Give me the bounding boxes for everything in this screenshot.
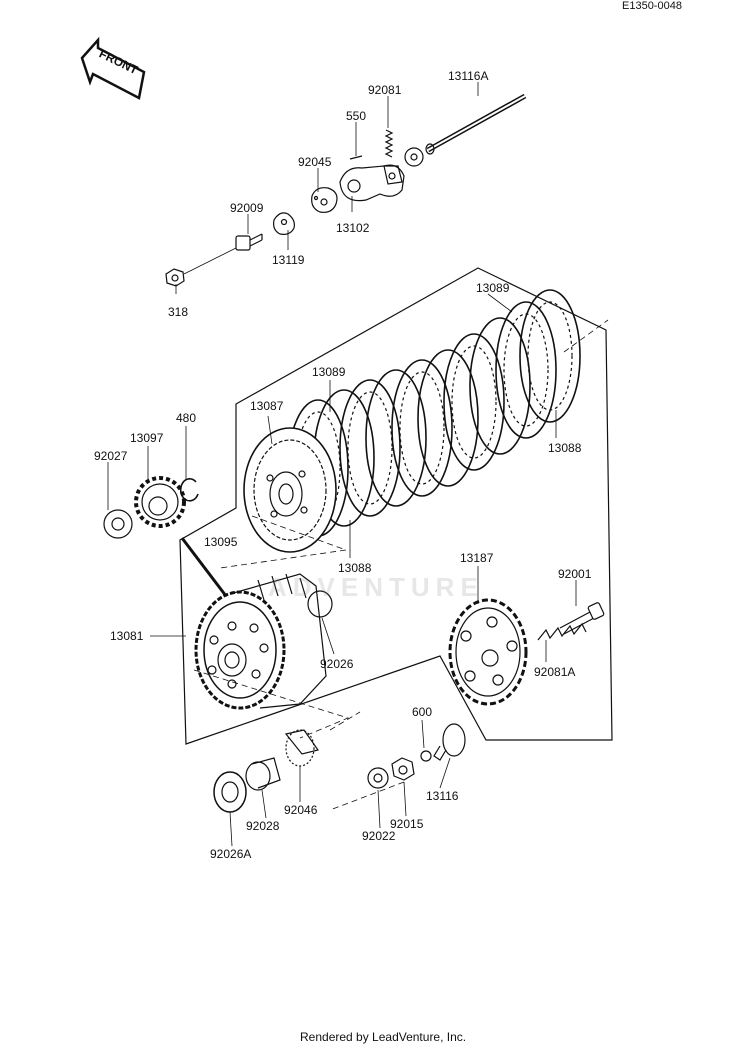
washer-92027 bbox=[103, 509, 133, 539]
push-rod-13116 bbox=[433, 723, 466, 761]
part-label-480: 480 bbox=[176, 411, 197, 425]
sleeve-92028 bbox=[245, 757, 281, 791]
part-label-13088-bottom: 13088 bbox=[338, 561, 372, 575]
part-label-92026: 92026 bbox=[320, 657, 354, 671]
part-label-13088-right: 13088 bbox=[548, 441, 582, 455]
push-rod-13116A bbox=[425, 93, 527, 155]
part-label-92022: 92022 bbox=[362, 829, 396, 843]
guide-lines bbox=[193, 319, 609, 811]
part-label-600: 600 bbox=[412, 705, 433, 719]
washer-92022 bbox=[367, 767, 389, 789]
link-line-13095 bbox=[180, 537, 228, 597]
bearing-92046 bbox=[284, 729, 319, 767]
diagram-code: E1350-0048 bbox=[622, 0, 682, 12]
front-arrow-icon: FRONT bbox=[80, 36, 146, 100]
part-label-92026A: 92026A bbox=[210, 847, 252, 861]
spring-92081 bbox=[384, 129, 394, 158]
part-label-92081A: 92081A bbox=[534, 665, 576, 679]
part-label-13116: 13116 bbox=[426, 789, 459, 803]
part-label-92001: 92001 bbox=[558, 567, 592, 581]
part-label-13087: 13087 bbox=[250, 399, 284, 413]
washer-92026 bbox=[307, 590, 333, 618]
pressure-plate-13187 bbox=[448, 598, 528, 706]
plate-13119 bbox=[273, 212, 295, 235]
circlip-480 bbox=[179, 478, 199, 502]
spring-92081A bbox=[537, 622, 587, 641]
part-label-13187: 13187 bbox=[460, 551, 494, 565]
ball-600 bbox=[420, 750, 432, 762]
leader-lines bbox=[107, 82, 577, 847]
part-label-13089-top: 13089 bbox=[476, 281, 510, 295]
part-label-13081: 13081 bbox=[110, 629, 144, 643]
part-label-92028: 92028 bbox=[246, 819, 280, 833]
nut-92015 bbox=[391, 757, 415, 781]
part-label-13116A: 13116A bbox=[448, 69, 489, 83]
part-label-13095: 13095 bbox=[204, 535, 238, 549]
nut-318 bbox=[165, 268, 185, 287]
part-label-92046: 92046 bbox=[284, 803, 318, 817]
part-label-92015: 92015 bbox=[390, 817, 424, 831]
part-label-13102: 13102 bbox=[336, 221, 370, 235]
part-label-13119: 13119 bbox=[272, 253, 305, 267]
part-label-92009: 92009 bbox=[230, 201, 264, 215]
part-label-92081: 92081 bbox=[368, 83, 402, 97]
footer-credit: Rendered by LeadVenture, Inc. bbox=[300, 1030, 467, 1044]
release-lever-13102 bbox=[339, 164, 405, 202]
assembly-boundary bbox=[179, 267, 613, 745]
bolt-92001 bbox=[559, 602, 605, 635]
pin-550 bbox=[349, 155, 363, 160]
gear-13097 bbox=[134, 476, 186, 528]
part-label-13089-mid: 13089 bbox=[312, 365, 346, 379]
part-label-550: 550 bbox=[346, 109, 367, 123]
part-label-92027: 92027 bbox=[94, 449, 128, 463]
watermark: ADVENTURE bbox=[268, 572, 484, 602]
part-label-92045: 92045 bbox=[298, 155, 332, 169]
screw-92009 bbox=[235, 233, 263, 251]
washer-92026A bbox=[213, 771, 247, 813]
part-label-13097: 13097 bbox=[130, 431, 164, 445]
clutch-housing-13081 bbox=[194, 573, 327, 710]
plate-92045 bbox=[311, 187, 338, 213]
clutch-hub-13087 bbox=[243, 427, 337, 553]
rod-washer bbox=[404, 147, 424, 167]
part-label-318: 318 bbox=[168, 305, 189, 319]
